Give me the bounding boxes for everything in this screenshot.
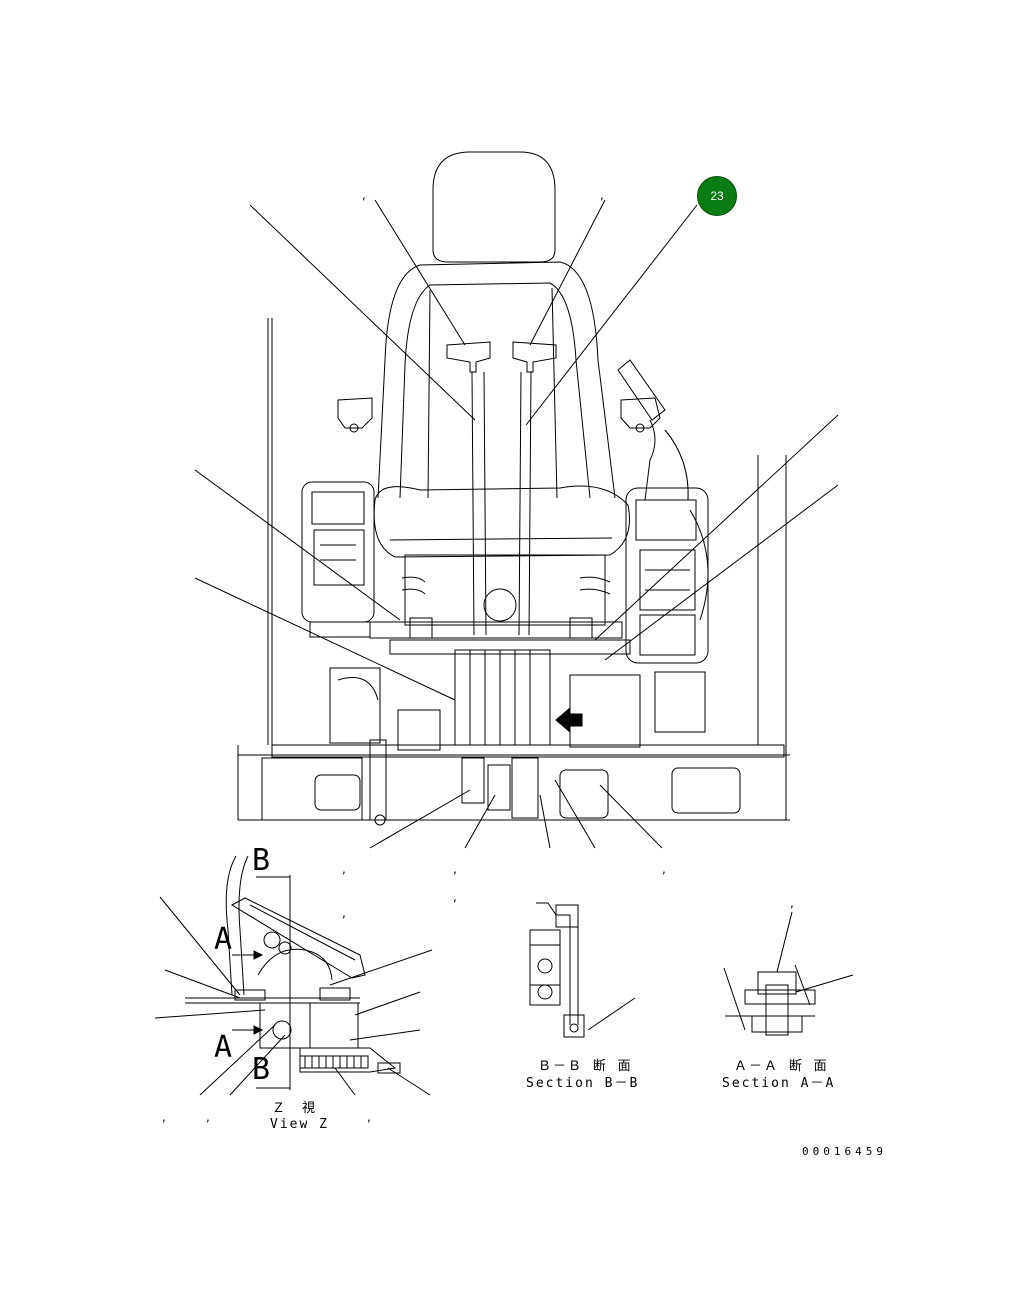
callout-23-badge[interactable]: 23 — [697, 176, 737, 216]
pedal-plate — [230, 897, 366, 979]
separator: , — [342, 906, 346, 920]
lever-left — [446, 341, 491, 373]
seat-cushion — [373, 485, 630, 558]
section-bb-title-en: Section B－B — [526, 1076, 640, 1091]
separator: , — [367, 1110, 371, 1124]
right-console — [625, 487, 709, 664]
section-bb-drawing — [529, 902, 636, 1038]
separator: , — [162, 1110, 166, 1124]
separator: , — [342, 862, 346, 876]
section-aa-title-jp: Ａ－Ａ 断 面 — [734, 1059, 829, 1074]
section-marker-b-bottom: B — [252, 1052, 271, 1087]
section-marker-b-top: B — [252, 843, 271, 878]
section-marker-a-top: A — [214, 922, 233, 957]
separator: , — [790, 896, 794, 910]
drawing-number: 00016459 — [802, 1145, 887, 1158]
separator: , — [662, 862, 666, 876]
section-aa-title-en: Section A－A — [722, 1076, 836, 1091]
headrest — [432, 151, 556, 263]
section-marker-a-bottom: A — [214, 1030, 233, 1065]
view-z-drawing — [154, 855, 433, 1096]
arrow-mark — [555, 706, 583, 734]
separator: , — [453, 862, 457, 876]
separator: , — [600, 188, 604, 202]
view-z-title-jp: Ｚ 視 — [272, 1101, 318, 1116]
left-console — [301, 481, 375, 638]
section-bb-title-jp: Ｂ－Ｂ 断 面 — [538, 1059, 633, 1074]
lever-right — [512, 341, 557, 373]
seat-assembly — [237, 151, 790, 826]
separator: , — [206, 1110, 210, 1124]
view-z-title-en: View Z — [270, 1117, 329, 1132]
section-aa-drawing — [723, 911, 854, 1036]
leader-lines-main — [194, 199, 839, 849]
separator: , — [362, 188, 366, 202]
seat-backrest — [377, 261, 616, 499]
separator: , — [453, 890, 457, 904]
